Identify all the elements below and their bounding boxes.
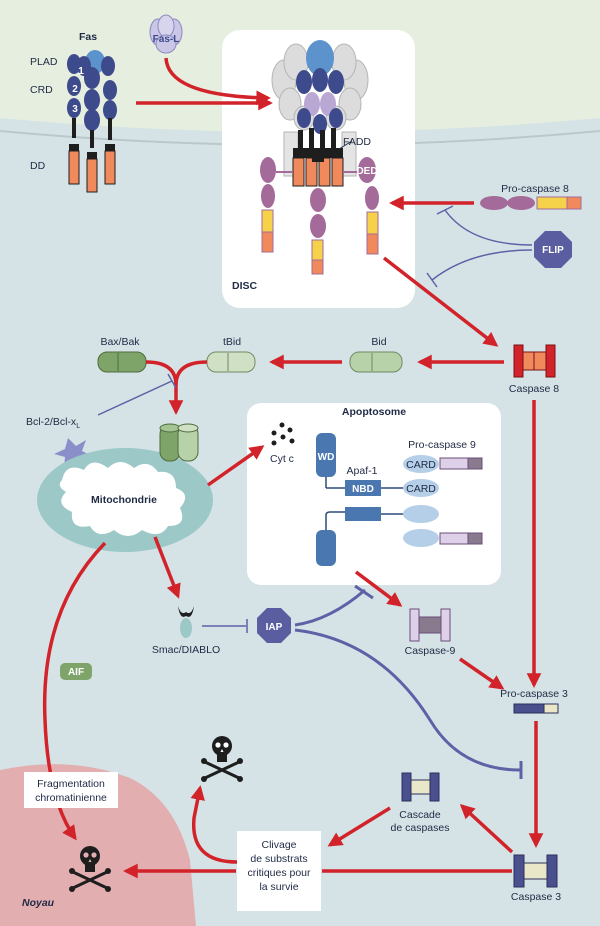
aif-badge [60,663,92,680]
bcl2-star-icon [54,438,92,468]
inhibition-flip-lower [431,249,533,281]
clivage-box [237,831,321,911]
pro-caspase-8-label: Pro-caspase 8 [501,183,569,195]
flip-label: FLIP [542,245,564,256]
clivage-line-1: Clivage [261,839,296,851]
arrow-apoptosome-to-caspase-9 [354,570,403,607]
ded-domain [358,157,376,183]
dd-label: DD [30,160,46,172]
card-domain-1 [403,455,439,473]
tbid [206,351,256,373]
plad-label: PLAD [30,56,58,68]
fragmentation-line-2: chromatinienne [35,792,107,804]
noyau-label: Noyau [22,897,55,909]
fas-death-domain [68,150,80,185]
card-label-1: CARD [406,459,436,471]
arrow-tbid-to-mito [168,360,208,415]
crd-label: CRD [30,84,53,96]
flip-octagon [534,231,572,268]
crd-number-1: 1 [78,66,84,77]
card-domain-2 [403,479,439,497]
inhibition-flip-upper [444,209,533,246]
caspase-8 [513,344,556,378]
arrow-caspase9-to-procasp3 [459,657,505,690]
mitochondrial-cristae [59,462,186,536]
arrow-caspase3-to-cascade [459,804,514,854]
smac-diablo [178,606,194,638]
skull-crossbones-icon-nucleus [69,846,111,892]
caspase-9-label: Caspase-9 [405,645,456,657]
bcl2-label: Bcl-2/Bcl-xL [26,416,80,430]
wd-label: WD [318,452,335,463]
disc-label: DISC [232,280,258,292]
bax-channel [159,423,199,462]
bid [349,351,403,373]
nbd-label: NBD [352,484,374,495]
cyt-c-label: Cyt c [270,453,294,465]
skull-crossbones-icon [201,736,243,782]
bax-bak [97,351,147,373]
iap-octagon [257,608,291,643]
mitochondrie-label: Mitochondrie [91,494,157,506]
crd-number-2: 2 [72,84,78,95]
bid-label: Bid [371,336,386,348]
apoptosome-label: Apoptosome [342,406,406,418]
arrow-fasl-to-disc [164,57,271,106]
fragmentation-line-1: Fragmentation [37,778,105,790]
pro-caspase-9-label: Pro-caspase 9 [408,439,476,451]
iap-label: IAP [266,622,283,633]
fas-receptor: 1 2 3 [67,50,117,193]
arrow-mito-to-smac [153,536,181,599]
cascade-label-2: de caspases [391,822,450,834]
ded-label: DED [356,166,377,177]
arrow-clivage-to-death [190,785,238,864]
pro-caspase-3 [513,703,559,714]
fasl-label: Fas-L [153,34,180,45]
fragmentation-box [24,772,118,808]
caspase-8-label: Caspase 8 [509,383,559,395]
clivage-line-3: critiques pour [247,867,311,879]
apaf-1: WD NBD [316,433,404,496]
arrow-disc-to-caspase-8 [382,256,499,347]
cyt-c-dots-icon [271,422,295,446]
aif-label: AIF [68,667,84,678]
pro-caspase-3-label: Pro-caspase 3 [500,688,568,700]
pro-caspase-8 [480,196,582,210]
caspase-cascade [401,772,440,802]
caspase-9 [409,608,451,642]
bax-bak-label: Bax/Bak [100,336,140,348]
inhibition-iap-caspase3 [294,628,521,772]
caspase-3 [513,854,558,888]
card-label-2: CARD [406,483,436,495]
fas-dd-black [69,144,79,151]
tbid-label: tBid [223,336,241,348]
inhibition-iap-caspase9 [294,588,366,627]
caspase-3-label: Caspase 3 [511,891,561,903]
inhibition-bcl2 [97,380,173,416]
arrow-cascade-to-clivage [327,806,391,847]
smac-diablo-label: Smac/DIABLO [152,644,220,656]
apaf-1-label: Apaf-1 [347,465,378,477]
fas-label: Fas [79,31,97,43]
fas-ligand [149,14,183,54]
clivage-line-4: la survie [259,881,298,893]
cascade-label-1: Cascade [399,809,441,821]
fadd-label: FADD [343,136,371,148]
clivage-line-2: de substrats [250,853,307,865]
disc-complex [260,40,379,275]
arrow-mito-to-cytc [206,445,265,487]
crd-number-3: 3 [72,104,78,115]
